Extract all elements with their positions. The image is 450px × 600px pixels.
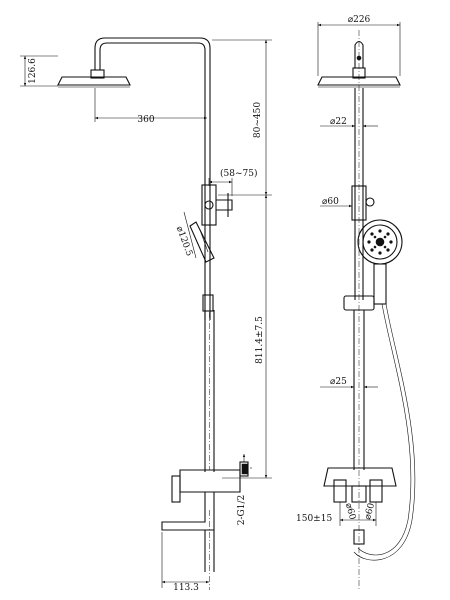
dim-pipe-upper: ⌀22 [330,117,347,127]
mixer-valve-body [179,469,241,493]
front-holder-knob [365,197,375,207]
head-connector [90,69,105,79]
front-slide-clamp [343,295,375,311]
dim-hand-dia: ⌀120.5 [174,225,194,258]
hand-shower-detail [199,229,209,253]
dim-arm-reach: 360 [137,115,154,125]
tub-spout [161,492,215,531]
mixer-front [323,467,397,487]
dim-inlet-thread: 2-G1/2 [237,495,247,525]
dim-pipe-lower: ⌀25 [330,377,347,387]
dim-head-height: 126.6 [28,58,38,84]
shower-hose-outer [353,303,416,561]
dim-spout-reach: 113.3 [173,583,199,593]
nozzle-pattern [367,229,393,255]
mixer-cap-right [369,479,383,503]
mixer-handle [171,475,181,503]
hand-shower-center-icon [375,237,385,247]
dim-holder-dia: ⌀60 [322,197,339,207]
dim-riser-adjust: 80~450 [253,102,263,138]
slider-screw-icon [204,200,214,210]
dim-centers: 150±15 [296,514,332,524]
dim-cap-right: ⌀60 [363,502,377,521]
hand-shower [189,221,215,263]
hand-shower-ring [362,224,398,260]
overhead-arm [94,37,211,320]
hand-shower-handle [373,263,387,305]
overhead-arm-inner [99,42,206,320]
dim-line-hand-dia [183,211,197,259]
slide-clamp [202,294,214,312]
front-view: ⌀226 ⌀22 ⌀60 ⌀25 150±15 ⌀60 ⌀60 [296,15,416,590]
shower-hose [357,303,412,556]
dim-cap-left: ⌀60 [343,502,357,521]
rain-shower-head [57,76,131,86]
mixer-center [351,485,367,503]
inlet-fitting [241,463,249,475]
mixer-cap-left [333,479,347,503]
holder-arm [216,199,233,211]
dim-offset: (58~75) [220,168,257,179]
side-view: 126.6 360 80~450 (58~75) ⌀120.5 811.4±7.… [20,37,272,593]
rain-shower-head-front [317,76,401,86]
dim-total-height: 811.4±7.5 [255,316,265,364]
dim-head-dia: ⌀226 [348,15,371,25]
slider-body [201,184,217,226]
front-outlet [353,529,365,545]
